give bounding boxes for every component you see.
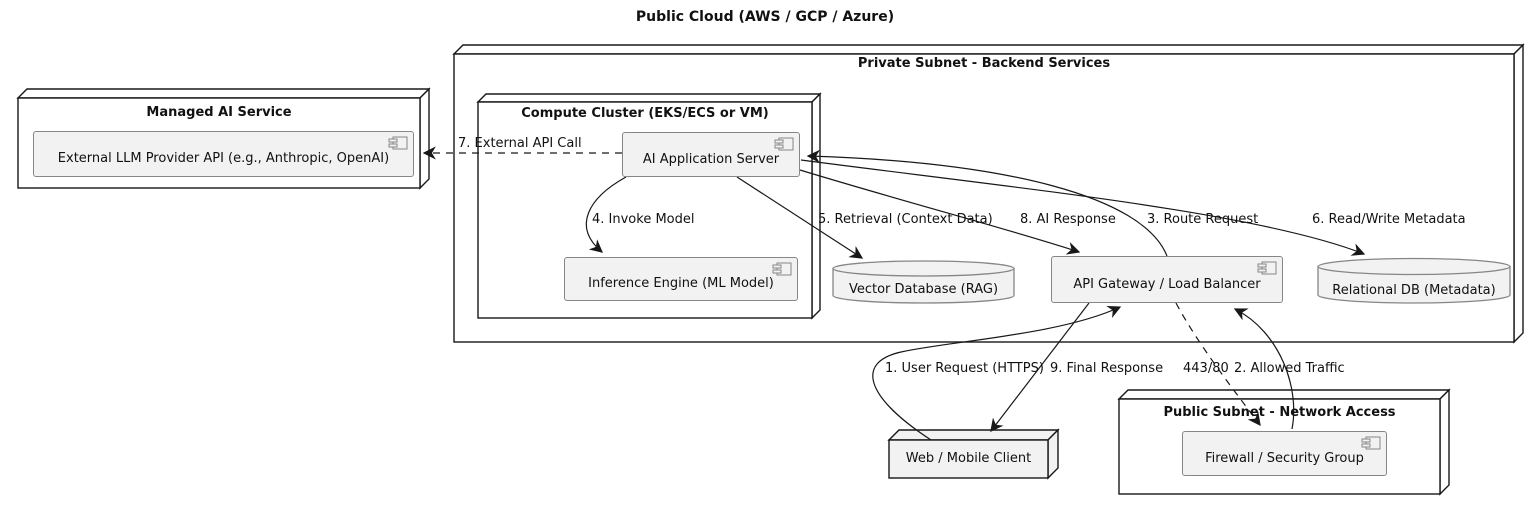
edge-retrieval [736,176,864,259]
edge-label-user-request: 1. User Request (HTTPS) [885,361,1044,376]
edge-label-external-api-call: 7. External API Call [458,136,582,151]
component-firewall: Firewall / Security Group [1182,431,1387,476]
edge-read-write-metadata [800,159,1366,256]
edge-label-ports: 443/80 [1183,361,1229,376]
database-shape-relational-db [1317,257,1511,304]
edge-label-allowed-traffic: 2. Allowed Traffic [1234,361,1345,376]
edge-label-route-request: 3. Route Request [1147,212,1259,227]
edge-ports [1175,302,1261,427]
component-icon [388,136,408,150]
node-title-public-subnet: Public Subnet - Network Access [1163,405,1396,420]
component-ai-app-server: AI Application Server [622,132,800,177]
edge-label-final-response: 9. Final Response [1050,361,1164,376]
edge-user-request [872,306,1122,441]
database-label-vector-db: Vector Database (RAG) [848,282,999,297]
component-icon [1361,436,1381,450]
node-title-managed-ai-service: Managed AI Service [146,105,292,120]
diagram-title: Public Cloud (AWS / GCP / Azure) [635,9,895,25]
component-label-llm-api: External LLM Provider API (e.g., Anthrop… [57,151,390,166]
component-inference-engine: Inference Engine (ML Model) [564,257,798,301]
component-icon [1257,261,1277,275]
edge-label-ai-response: 8. AI Response [1020,212,1116,227]
component-api-gateway: API Gateway / Load Balancer [1051,256,1283,303]
database-shape-vector-db [832,260,1015,304]
node-shape-web-client [887,428,1060,480]
edge-invoke-model [585,176,627,253]
node-title-compute-cluster: Compute Cluster (EKS/ECS or VM) [521,106,769,121]
node-title-private-subnet: Private Subnet - Backend Services [857,56,1111,71]
edge-label-invoke-model: 4. Invoke Model [592,212,695,227]
edge-allowed-traffic [1233,308,1295,430]
component-label-inference-engine: Inference Engine (ML Model) [588,276,774,291]
component-label-api-gateway: API Gateway / Load Balancer [1073,276,1261,292]
component-label-firewall: Firewall / Security Group [1205,450,1364,466]
component-llm-api: External LLM Provider API (e.g., Anthrop… [33,131,414,177]
component-label-ai-app-server: AI Application Server [642,151,780,167]
edge-ai-response [799,169,1081,255]
edge-route-request [806,149,1168,257]
edge-label-read-write-metadata: 6. Read/Write Metadata [1312,212,1466,227]
component-icon [772,262,792,276]
database-label-relational-db: Relational DB (Metadata) [1332,283,1496,298]
node-label-web-client: Web / Mobile Client [905,451,1032,466]
edge-final-response [990,302,1090,433]
edge-label-retrieval: 5. Retrieval (Context Data) [818,212,993,227]
component-icon [774,137,794,151]
